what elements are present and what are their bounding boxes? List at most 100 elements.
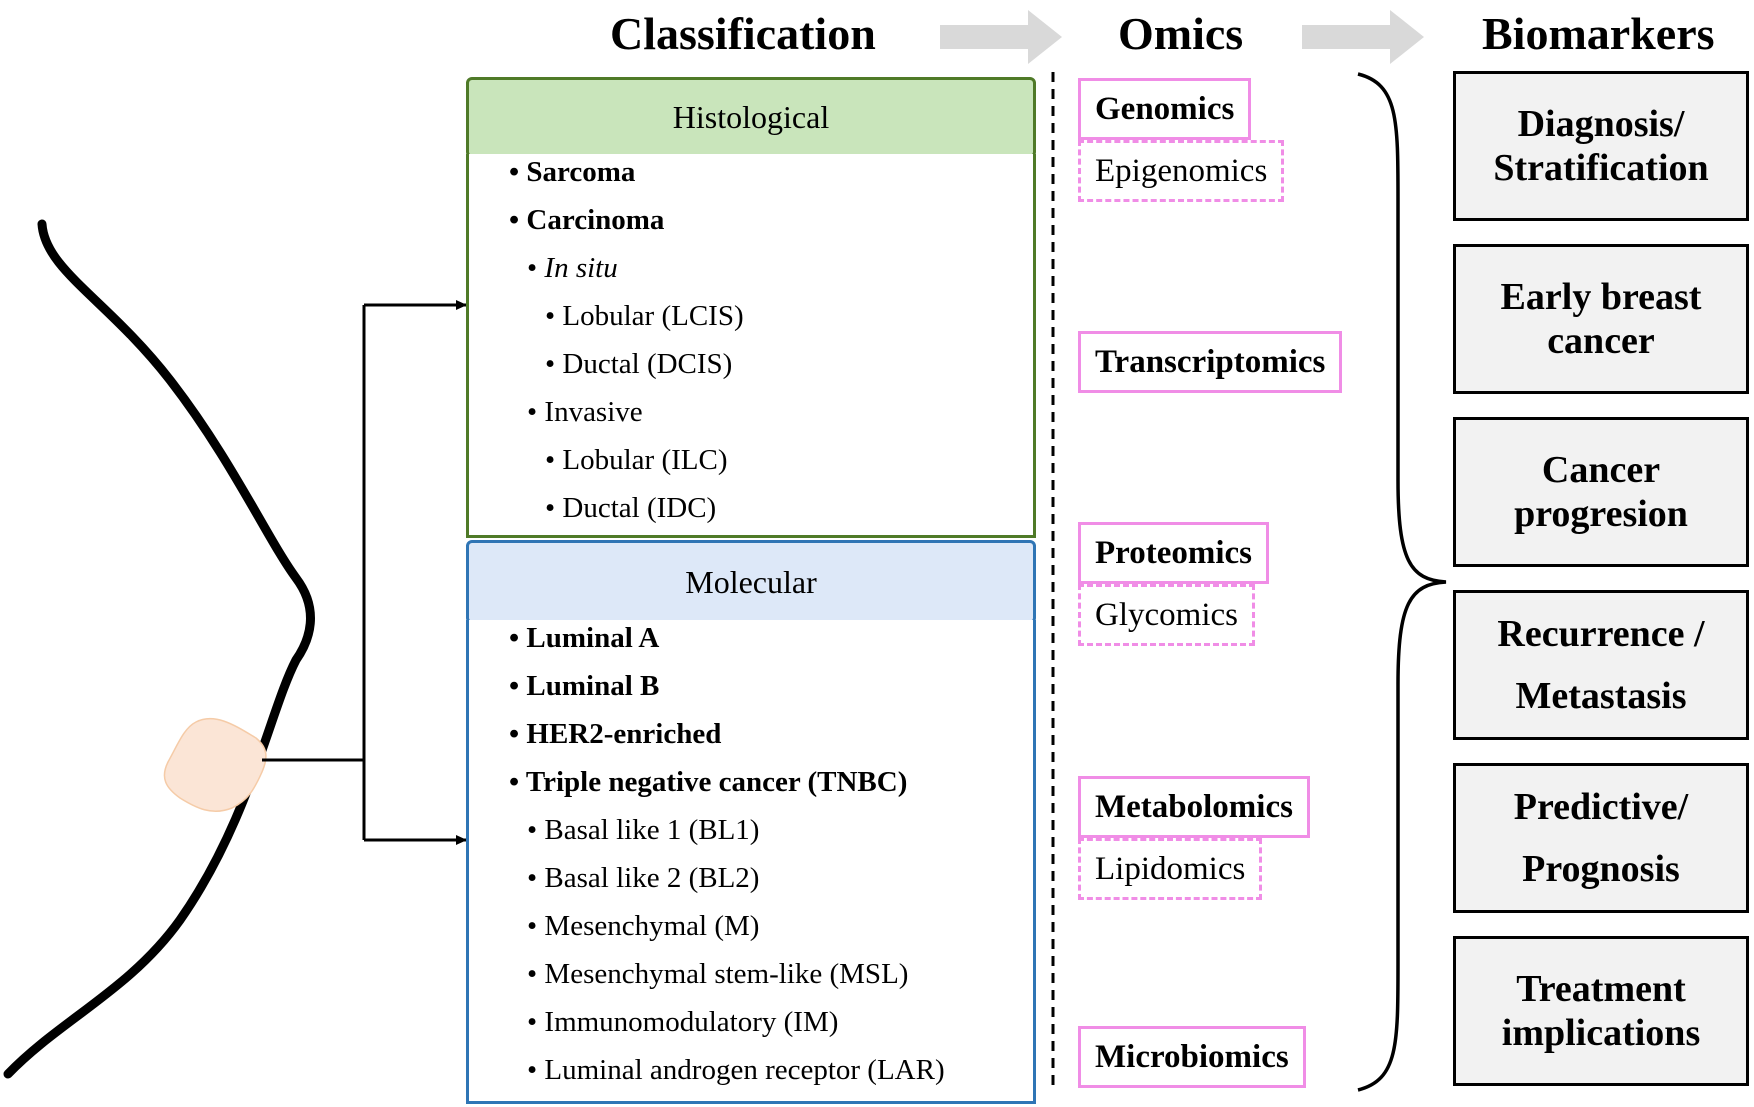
histological-list-item: • Lobular (ILC): [545, 440, 728, 480]
molecular-list-item: • Luminal B: [509, 666, 659, 706]
histological-title: Histological: [672, 99, 830, 135]
omics-brace: [1357, 72, 1447, 1092]
biomarker-line: Treatment: [1516, 968, 1686, 1010]
molecular-list-item: • Luminal androgen receptor (LAR): [527, 1050, 945, 1090]
biomarker-label: Recurrence / Metastasis: [1497, 603, 1704, 727]
molecular-list-item: • Mesenchymal stem-like (MSL): [527, 954, 908, 994]
flow-arrow-icon: [1302, 10, 1424, 64]
biomarker-box: Predictive/Prognosis: [1453, 763, 1749, 913]
histological-list-item: • Sarcoma: [509, 152, 635, 192]
biomarker-line: Predictive/: [1513, 786, 1689, 828]
omics-box-metabolomics: Metabolomics: [1078, 776, 1310, 838]
biomarkers-header: Biomarkers: [1482, 8, 1715, 59]
histological-item-text: Invasive: [544, 396, 643, 428]
histological-item-text: In situ: [544, 252, 618, 284]
flow-arrow-icon: [940, 10, 1062, 64]
molecular-item-text: HER2-enriched: [526, 718, 722, 750]
histological-header: Histological: [466, 77, 1036, 158]
molecular-list-item: • Immunomodulatory (IM): [527, 1002, 838, 1042]
biomarker-line: Recurrence /: [1497, 613, 1705, 655]
molecular-item-text: Triple negative cancer (TNBC): [525, 766, 908, 798]
molecular-item-text: Luminal androgen receptor (LAR): [544, 1054, 945, 1086]
histological-item-text: Ductal (DCIS): [562, 348, 733, 380]
histological-item-text: Carcinoma: [526, 204, 665, 236]
omics-box-epigenomics: Epigenomics: [1078, 140, 1285, 202]
bullet-icon: •: [527, 814, 545, 846]
molecular-list-item: • Triple negative cancer (TNBC): [509, 762, 907, 802]
bullet-icon: •: [509, 766, 526, 798]
bullet-icon: •: [527, 862, 545, 894]
histological-list-item: • In situ: [527, 248, 618, 288]
flow-arrow-shape: [940, 10, 1062, 64]
molecular-item-text: Mesenchymal stem-like (MSL): [544, 958, 909, 990]
omics-box-genomics: Genomics: [1078, 78, 1252, 140]
bullet-icon: •: [545, 300, 563, 332]
bullet-icon: •: [509, 670, 527, 702]
histological-list-item: • Ductal (IDC): [545, 488, 716, 528]
molecular-list-item: • HER2-enriched: [509, 714, 721, 754]
histological-list-item: • Carcinoma: [509, 200, 664, 240]
molecular-title: Molecular: [685, 563, 817, 600]
bullet-icon: •: [527, 1006, 545, 1038]
bullet-icon: •: [527, 1054, 545, 1086]
molecular-list-item: • Mesenchymal (M): [527, 906, 759, 946]
omics-box-proteomics: Proteomics: [1078, 522, 1269, 584]
histological-list-item: • Lobular (LCIS): [545, 296, 744, 336]
classification-header: Classification: [610, 8, 876, 59]
biomarker-line: Stratification: [1493, 147, 1709, 189]
breast-outline: [3, 219, 315, 1079]
biomarker-box: Diagnosis/Stratification: [1453, 71, 1749, 221]
biomarker-line: Prognosis: [1522, 848, 1680, 890]
molecular-item-text: Mesenchymal (M): [544, 910, 760, 942]
biomarker-line: progresion: [1514, 493, 1688, 535]
histological-item-text: Sarcoma: [526, 156, 636, 188]
bullet-icon: •: [527, 396, 545, 428]
histological-list-item: • Ductal (DCIS): [545, 344, 732, 384]
molecular-item-text: Immunomodulatory (IM): [544, 1006, 839, 1038]
histological-item-text: Lobular (ILC): [562, 444, 728, 476]
molecular-list-item: • Luminal A: [509, 618, 659, 658]
molecular-header: Molecular: [466, 540, 1036, 624]
flow-arrow-shape: [1302, 10, 1424, 64]
molecular-item-text: Luminal B: [526, 670, 660, 702]
histological-list-item: • Invasive: [527, 392, 643, 432]
molecular-list-item: • Basal like 2 (BL2): [527, 858, 759, 898]
histological-item-text: Lobular (LCIS): [562, 300, 744, 332]
biomarker-label: Diagnosis/Stratification: [1493, 102, 1708, 190]
bullet-icon: •: [545, 348, 563, 380]
biomarker-box: Recurrence / Metastasis: [1453, 590, 1749, 740]
biomarker-label: Predictive/Prognosis: [1514, 776, 1688, 900]
omics-box-microbiomics: Microbiomics: [1078, 1026, 1306, 1088]
molecular-list-box: • Luminal A• Luminal B• HER2-enriched• T…: [466, 620, 1036, 1104]
omics-box-glycomics: Glycomics: [1078, 584, 1255, 646]
molecular-list-item: • Basal like 1 (BL1): [527, 810, 759, 850]
bullet-icon: •: [527, 958, 545, 990]
molecular-item-text: Basal like 1 (BL1): [544, 814, 760, 846]
omics-box-transcriptomics: Transcriptomics: [1078, 331, 1343, 393]
biomarker-line: Early breast: [1500, 276, 1702, 318]
bullet-icon: •: [509, 204, 527, 236]
molecular-item-text: Basal like 2 (BL2): [544, 862, 760, 894]
biomarker-line: cancer: [1547, 320, 1655, 362]
omics-box-lipidomics: Lipidomics: [1078, 838, 1263, 900]
histological-list-box: • Sarcoma• Carcinoma• In situ• Lobular (…: [466, 154, 1036, 538]
bullet-icon: •: [509, 156, 527, 188]
tumor-shape: [163, 717, 267, 812]
biomarker-line: Metastasis: [1515, 675, 1687, 717]
biomarker-line: Diagnosis/: [1517, 103, 1685, 145]
bullet-icon: •: [545, 492, 563, 524]
omics-header: Omics: [1118, 8, 1244, 59]
bullet-icon: •: [545, 444, 563, 476]
histological-item-text: Ductal (IDC): [562, 492, 717, 524]
bullet-icon: •: [527, 252, 545, 284]
bullet-icon: •: [509, 718, 527, 750]
bullet-icon: •: [509, 622, 527, 654]
bullet-icon: •: [527, 910, 545, 942]
